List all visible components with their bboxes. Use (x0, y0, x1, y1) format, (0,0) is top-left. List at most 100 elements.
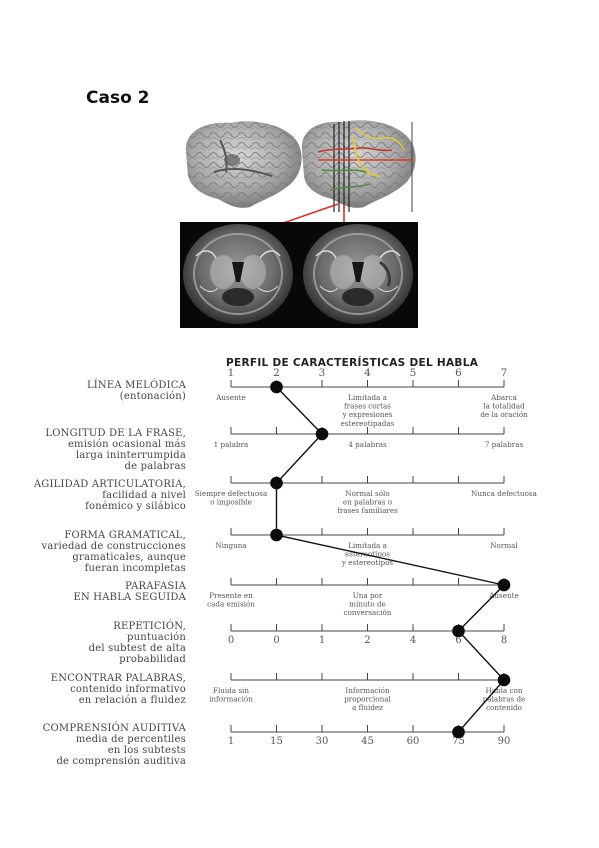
row-label-line: LÍNEA MELÓDICA (86, 380, 186, 391)
row-anchor-text: Abarca (490, 393, 518, 402)
row-label-line: LONGITUD DE LA FRASE, (45, 428, 186, 439)
top-scale-label: 3 (319, 367, 326, 379)
row-label-line: AGILIDAD ARTICULATORIA, (33, 479, 186, 490)
row-label-line: contenido informativo (70, 684, 186, 695)
row-anchor-text: y estereotipos (341, 558, 394, 567)
row-anchor-text: Normal (490, 541, 518, 550)
row-scale-number: 90 (498, 736, 511, 747)
row-anchor-text: 1 palabra (214, 440, 249, 449)
row-anchor-text: Presente en (209, 591, 253, 600)
profile-point (270, 528, 283, 542)
row-scale-number: 0 (228, 635, 234, 646)
profile-point (452, 725, 465, 739)
row-anchor-text: estereotipadas (341, 419, 395, 428)
row-anchor-text: Ninguna (215, 541, 247, 550)
row-label-line: emisión ocasional más (67, 439, 186, 450)
case-heading: Caso 2 (86, 88, 150, 108)
profile-title: PERFIL DE CARACTERÍSTICAS DEL HABLA (226, 357, 479, 369)
top-scale-label: 5 (410, 367, 417, 379)
row-scale-number: 1 (228, 736, 234, 747)
row-anchor-text: Siempre defectuosa (195, 489, 268, 498)
profile-point (315, 427, 329, 441)
row-scale-number: 4 (410, 635, 416, 646)
row-anchor-text: palabras de (483, 695, 526, 704)
mri-coronal-right (303, 224, 413, 324)
row-anchor-text: Limitada a (348, 541, 388, 550)
row-scale-number: 15 (270, 736, 283, 747)
row-scale-number: 2 (364, 635, 370, 646)
row-scale-number: 75 (452, 736, 465, 747)
row-anchor-text: información (209, 695, 253, 704)
row-anchor-text: minuto de (349, 600, 386, 609)
row-scale-number: 0 (273, 635, 279, 646)
row-anchor-text: y expresiones (342, 410, 393, 419)
profile-point (270, 476, 283, 490)
row-scale-number: 60 (407, 736, 420, 747)
top-scale-label: 7 (501, 367, 508, 379)
row-scale-number: 45 (361, 736, 374, 747)
lateral-brain-left (185, 121, 302, 208)
row-scale-number: 6 (455, 635, 461, 646)
row-label-line: COMPRENSIÓN AUDITIVA (42, 723, 186, 734)
profile-line (275, 386, 506, 733)
row-anchor-text: estereotipos (345, 550, 390, 559)
row-label-line: gramaticales, aunque (72, 552, 186, 563)
row-anchor-text: Ausente (488, 591, 519, 600)
row-anchor-text: Ausente (215, 393, 246, 402)
row-label-line: larga ininterrumpida (75, 450, 186, 461)
row-label-line: fueran incompletas (84, 563, 186, 574)
row-label-line: REPETICIÓN, (113, 621, 186, 632)
row-label-line: de comprensión auditiva (56, 756, 186, 767)
row-anchor-text: Una por (353, 591, 383, 600)
row-label-line: fonémico y silábico (85, 501, 186, 512)
row-anchor-text: Limitada a (348, 393, 388, 402)
row-label-line: en relación a fluidez (78, 695, 186, 706)
profile-point (497, 578, 511, 592)
row-anchor-text: Habla con (485, 686, 522, 695)
row-scale-number: 30 (316, 736, 329, 747)
row-anchor-text: 7 palabras (485, 440, 524, 449)
row-anchor-text: o imposible (210, 498, 252, 507)
row-anchor-text: frases cortas (344, 402, 391, 411)
row-label-line: variedad de construcciones (41, 541, 186, 552)
row-label: LÍNEA MELÓDICA(entonación) (87, 380, 186, 402)
profile-point (452, 624, 465, 638)
row-label-line: ENCONTRAR PALABRAS, (50, 673, 186, 684)
row-label: LONGITUD DE LA FRASE,emisión ocasional m… (45, 428, 186, 472)
row-anchor-text: a fluidez (352, 703, 383, 712)
row-anchor-text: conversación (344, 608, 392, 617)
row-anchor-text: la totalidad (483, 402, 525, 411)
row-scale-number: 1 (319, 635, 325, 646)
row-label: ENCONTRAR PALABRAS,contenido informativo… (51, 673, 186, 706)
top-scale-label: 1 (228, 367, 235, 379)
row-anchor-text: cada emisión (207, 600, 255, 609)
row-anchor-text: de la oración (480, 410, 528, 419)
row-anchor-text: Información (345, 686, 390, 695)
row-label-line: en los subtests (107, 745, 186, 756)
row-label: AGILIDAD ARTICULATORIA,facilidad a nivel… (34, 479, 186, 512)
row-label-line: probabilidad (119, 654, 186, 665)
row-label-line: media de percentiles (75, 734, 186, 745)
row-label-line: de palabras (124, 461, 186, 472)
row-anchor-text: frases familiares (337, 506, 398, 515)
top-scale-label: 2 (273, 367, 280, 379)
lateral-brain-right (301, 120, 416, 212)
row-anchor-text: Nunca defectuosa (471, 489, 537, 498)
row-label-line: facilidad a nivel (102, 490, 186, 501)
top-scale-label: 4 (364, 367, 371, 379)
row-anchor-text: contenido (486, 703, 522, 712)
row-anchor-text: Fluida sin (213, 686, 249, 695)
row-label-line: PARAFASIA (125, 581, 186, 592)
row-anchor-text: Normal sólo (345, 489, 389, 498)
row-anchor-text: 4 palabras (348, 440, 387, 449)
profile-point (270, 380, 283, 394)
row-label-line: puntuación (127, 632, 186, 643)
row-label-line: del subtest de alta (88, 643, 186, 654)
mri-coronal-left (183, 224, 293, 324)
profile-point (497, 673, 511, 687)
